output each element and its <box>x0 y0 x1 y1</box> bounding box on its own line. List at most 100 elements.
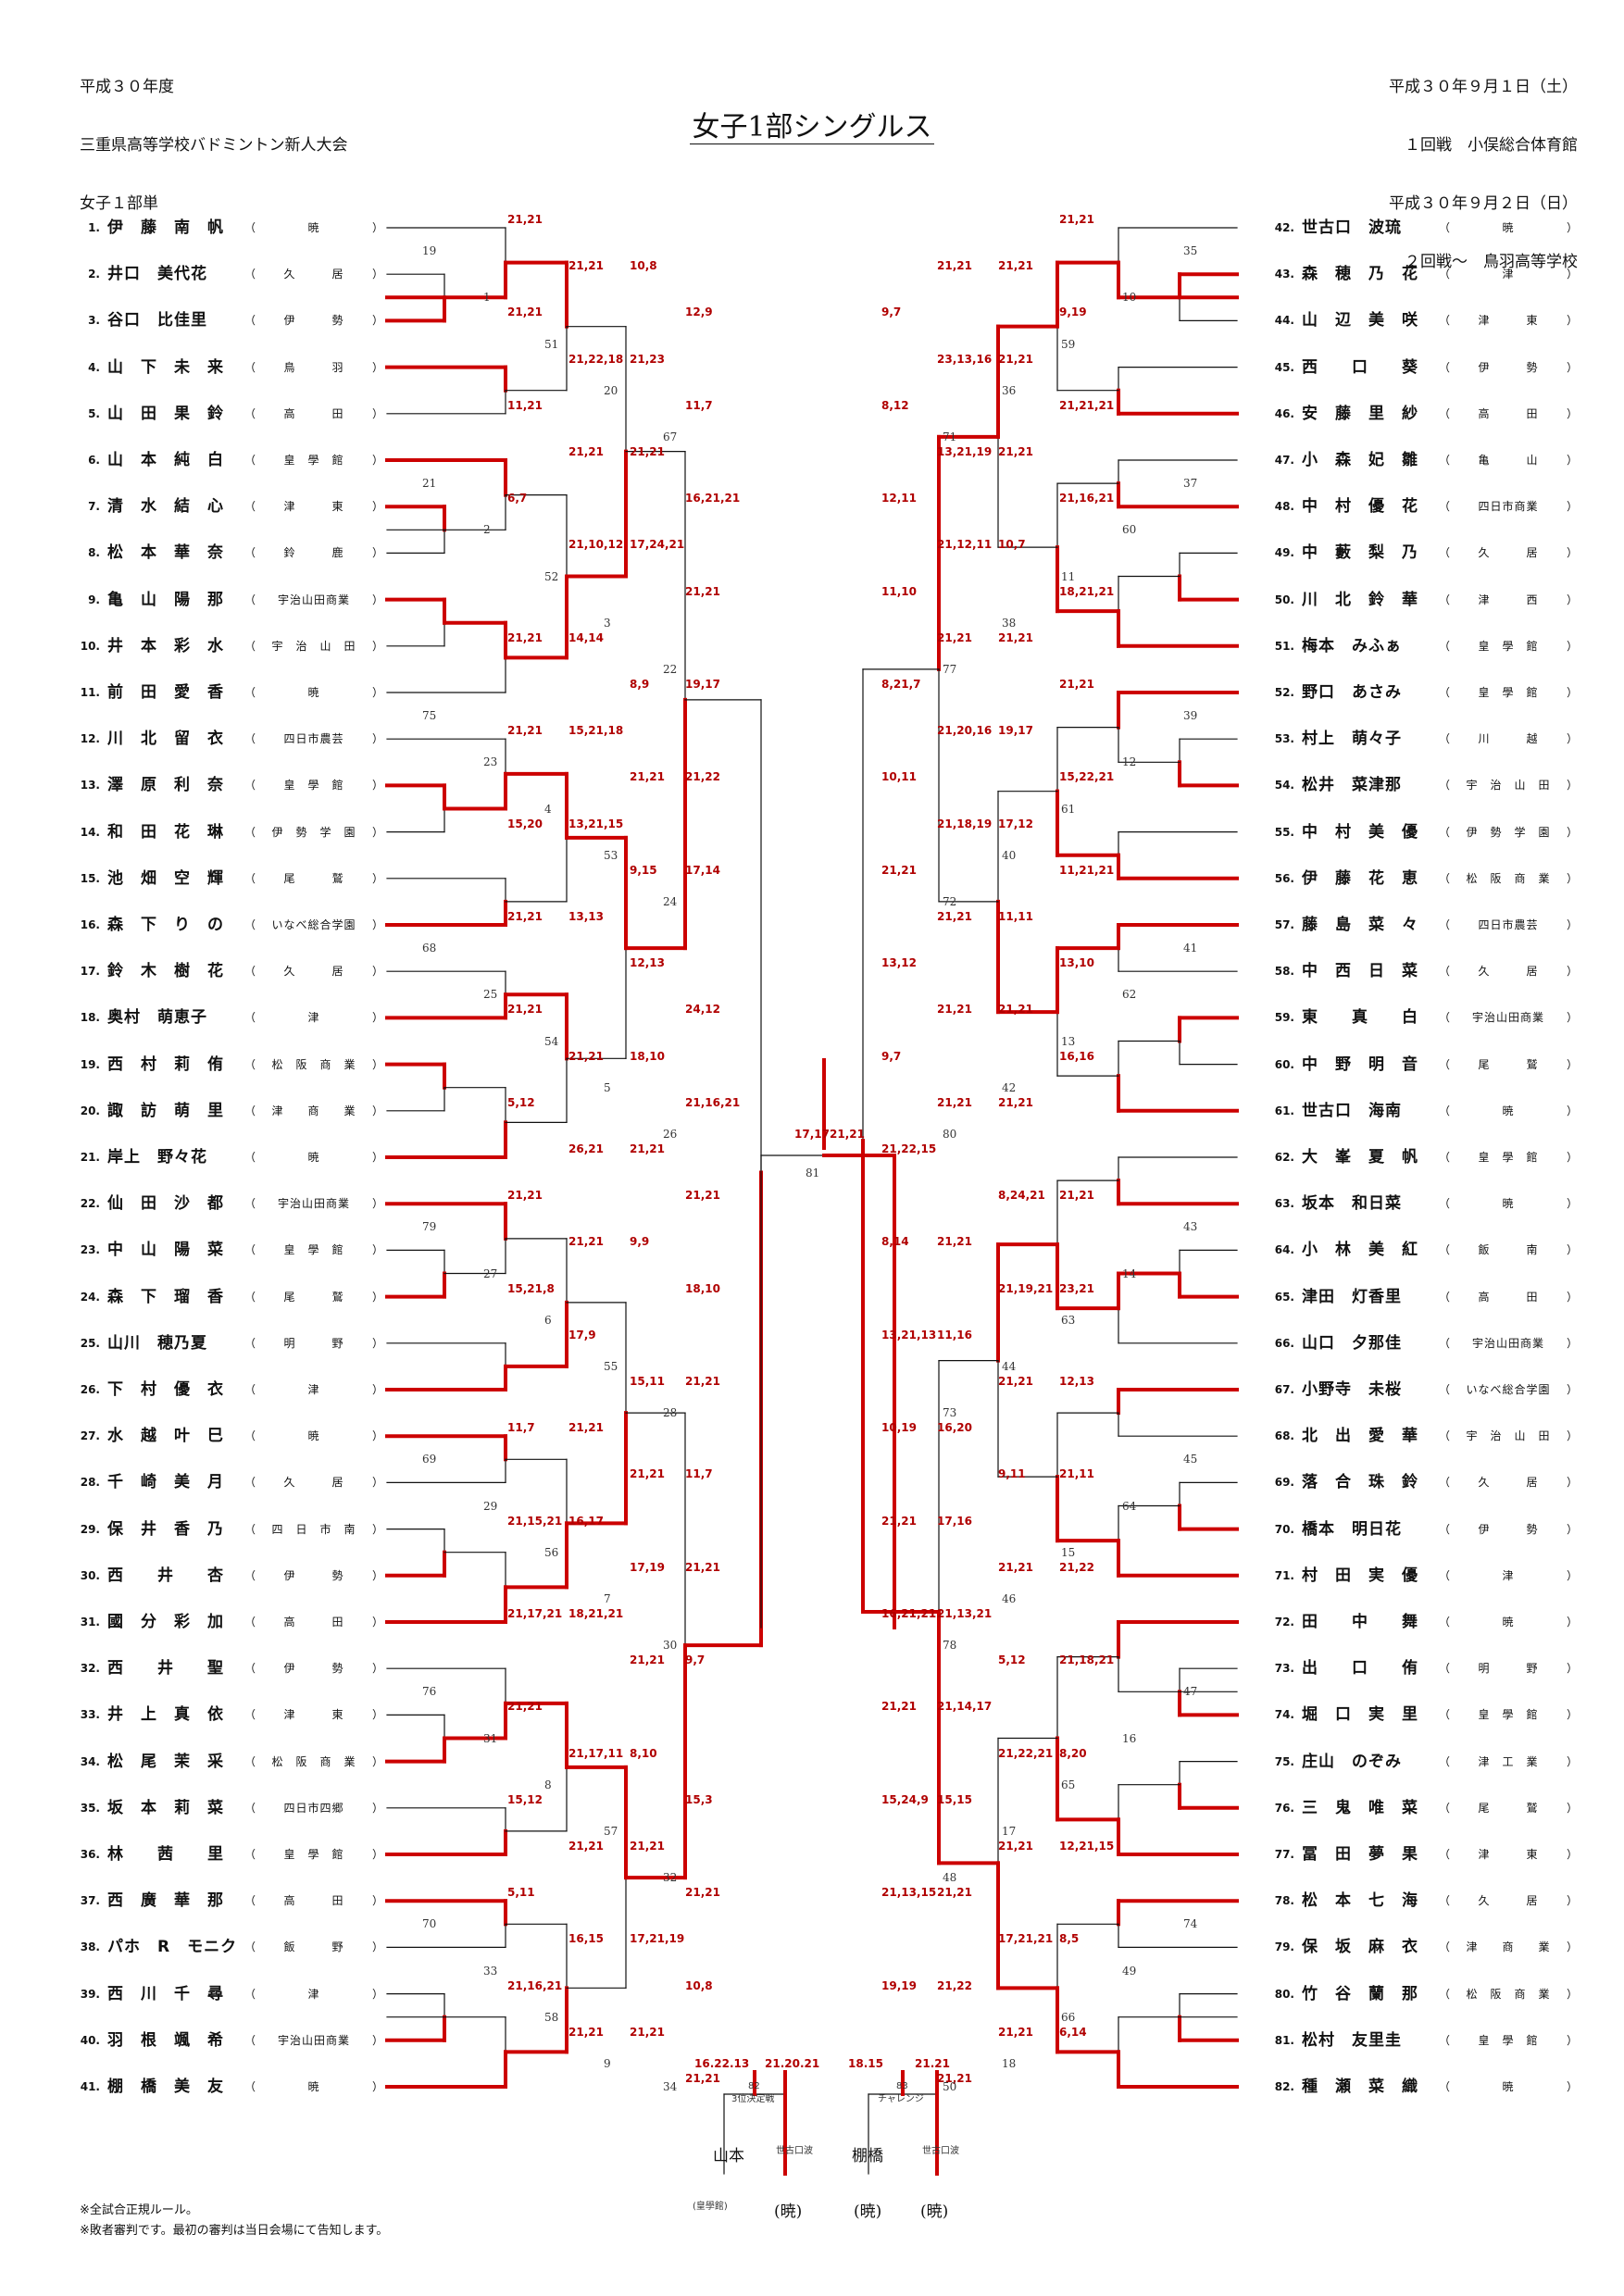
player-name: 鈴 木 樹 花 <box>107 962 224 981</box>
paren-close: ） <box>1566 1848 1578 1861</box>
player-name: 諏 訪 萌 里 <box>107 1101 224 1120</box>
paren-open: （ <box>244 686 256 699</box>
match-number: 76 <box>422 1685 437 1699</box>
school-name: 伊 勢 <box>1478 360 1539 374</box>
paren-close: ） <box>1566 1011 1578 1025</box>
match-number: 41 <box>1183 942 1198 955</box>
match-score: 15,24,9 <box>881 1792 929 1806</box>
player-name: 岸上 野々花 <box>107 1148 207 1167</box>
match-score: 21,21 <box>1059 678 1094 691</box>
player-name: 山 下 未 来 <box>107 357 224 377</box>
seed-number: 8. <box>88 546 100 560</box>
match-score: 9,15 <box>630 863 657 877</box>
match-score: 21,21 <box>507 1700 543 1714</box>
paren-open: （ <box>244 1104 256 1117</box>
player-row: 43.森 穂 乃 花（津） <box>1267 264 1581 284</box>
school-name: 宇治山田商業 <box>1471 1336 1544 1350</box>
player-name: 山 田 果 鈴 <box>107 404 224 423</box>
match-score: 11,21 <box>507 398 543 412</box>
match-score: 5,12 <box>507 1095 535 1109</box>
school-name: 暁 <box>307 2080 320 2093</box>
paren-open: （ <box>1439 918 1451 931</box>
player-name: 西 井 聖 <box>107 1659 224 1678</box>
match-score: 21,21 <box>937 2072 972 2085</box>
paren-open: （ <box>1439 1708 1451 1722</box>
paren-close: ） <box>1566 1708 1578 1722</box>
paren-open: （ <box>1439 546 1451 560</box>
seed-number: 20. <box>80 1104 100 1117</box>
paren-open: （ <box>1439 1987 1451 2001</box>
player-row: 46.安 藤 里 紗（高 田） <box>1267 404 1581 424</box>
school-name: 松 阪 商 業 <box>271 1754 356 1768</box>
match-score: 18,10 <box>685 1281 720 1295</box>
paren-open: （ <box>244 360 256 374</box>
match-score: 10,7 <box>998 538 1026 552</box>
player-name: 坂 本 莉 菜 <box>107 1798 224 1817</box>
match-score: 21,21 <box>998 352 1033 366</box>
player-row: 12.川 北 留 衣（四日市農芸） <box>72 729 387 749</box>
seed-number: 66. <box>1274 1336 1294 1350</box>
seed-number: 41. <box>80 2080 100 2093</box>
player-name: 澤 原 利 奈 <box>107 776 224 795</box>
player-row: 7.清 水 結 心（津 東） <box>72 496 387 517</box>
player-row: 69.落 合 珠 鈴（久 居） <box>1267 1472 1581 1492</box>
match-number: 38 <box>1002 616 1017 630</box>
match-score: 19,19 <box>881 1978 917 1992</box>
player-name: 中 山 陽 菜 <box>107 1241 224 1260</box>
seed-number: 67. <box>1274 1383 1294 1396</box>
school-name: 松 阪 商 業 <box>271 1057 356 1071</box>
match-score: 21,21 <box>630 2025 665 2039</box>
third-place-player-left: 山本 <box>713 2147 744 2165</box>
player-row: 38.パホ R モニク（飯 野） <box>72 1937 387 1957</box>
seed-number: 50. <box>1274 593 1294 606</box>
school-name: 久 居 <box>1478 965 1539 979</box>
paren-close: ） <box>371 918 383 931</box>
match-score: 21,21 <box>630 1142 665 1155</box>
player-row: 55.中 村 美 優（伊 勢 学 園） <box>1267 822 1581 842</box>
paren-open: （ <box>244 1011 256 1025</box>
challenge-score-right: 21.21 <box>915 2057 950 2070</box>
player-name: 中 藪 梨 乃 <box>1302 543 1418 563</box>
player-name: 世古口 海南 <box>1302 1101 1402 1120</box>
third-place-school-right: (暁) <box>774 2202 803 2221</box>
player-name: 松 本 華 奈 <box>107 543 224 563</box>
paren-close: ） <box>1566 825 1578 839</box>
player-name: 谷口 比佳里 <box>107 311 207 331</box>
player-row: 9.亀 山 陽 那（宇治山田商業） <box>72 590 387 610</box>
paren-open: （ <box>244 639 256 653</box>
match-score: 10,8 <box>685 1978 713 1992</box>
seed-number: 43. <box>1274 268 1294 281</box>
seed-number: 56. <box>1274 871 1294 885</box>
school-name: 亀 山 <box>1478 454 1539 467</box>
seed-number: 58. <box>1274 965 1294 979</box>
school-name: 尾 鷲 <box>1478 1801 1539 1815</box>
seed-number: 53. <box>1274 732 1294 746</box>
match-score: 21,18,19 <box>937 817 993 830</box>
player-row: 22.仙 田 沙 都（宇治山田商業） <box>72 1193 387 1214</box>
player-row: 45.西 口 葵（伊 勢） <box>1267 357 1581 378</box>
paren-close: ） <box>371 360 383 374</box>
seed-number: 80. <box>1274 1987 1294 2001</box>
match-score: 16,21,21 <box>881 1607 937 1620</box>
match-score: 21,21 <box>685 2072 720 2085</box>
paren-open: （ <box>1439 1336 1451 1350</box>
player-row: 4.山 下 未 来（鳥 羽） <box>72 357 387 378</box>
challenge-score-left: 18.15 <box>848 2057 883 2070</box>
paren-open: （ <box>1439 1151 1451 1164</box>
match-score: 18,10 <box>630 1049 665 1063</box>
player-name: 奥村 萌恵子 <box>107 1008 207 1028</box>
player-row: 79.保 坂 麻 衣（津 商 業） <box>1267 1937 1581 1957</box>
paren-close: ） <box>371 1522 383 1536</box>
paren-open: （ <box>1439 1057 1451 1071</box>
match-score: 21,21 <box>1059 1189 1094 1203</box>
paren-close: ） <box>1566 221 1578 234</box>
paren-open: （ <box>1439 1940 1451 1954</box>
player-name: 清 水 結 心 <box>107 497 224 517</box>
seed-number: 30. <box>80 1568 100 1582</box>
match-score: 21,21 <box>568 1049 604 1063</box>
seed-number: 54. <box>1274 779 1294 792</box>
paren-close: ） <box>371 1290 383 1304</box>
match-score: 21,21 <box>998 1560 1033 1574</box>
school-name: 皇 學 館 <box>1478 639 1539 653</box>
paren-close: ） <box>1566 1104 1578 1117</box>
